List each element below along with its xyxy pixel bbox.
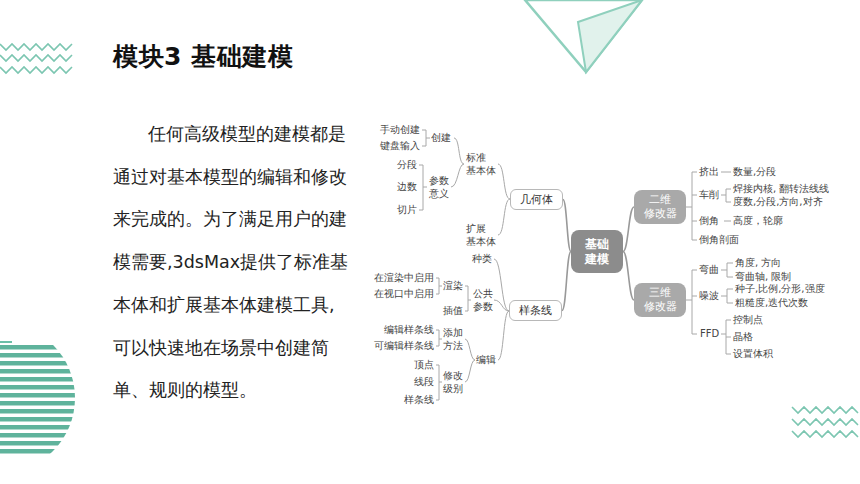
slide-title: 模块3 基础建模	[113, 40, 293, 73]
branch-label: 创建	[431, 132, 451, 144]
branch-label: 编辑样条线	[384, 324, 434, 336]
branch-label: 线段	[414, 376, 434, 388]
modifier-box: 三维 修改器	[634, 283, 686, 317]
node-text: 二维 修改器	[644, 193, 677, 221]
branch-label: 车削	[699, 189, 719, 201]
branch-label: 公共 参数	[473, 287, 493, 313]
zigzag-group	[0, 44, 858, 437]
branch-label: 编辑	[476, 354, 496, 366]
branch-label: 弯曲	[699, 264, 719, 276]
branch-label: 粗糙度,迭代次数	[735, 297, 808, 309]
zigzag-line	[792, 407, 858, 413]
striped-halfcircle	[0, 345, 75, 455]
zigzag-line	[792, 419, 858, 425]
bracket-lines	[419, 130, 733, 400]
zigzag-line	[0, 55, 72, 61]
branch-label: 高度，轮廓	[733, 215, 783, 227]
branch-label: 分段	[397, 159, 417, 171]
branch-label: 样条线	[404, 394, 434, 406]
zigzag-line	[0, 44, 72, 50]
branch-label: 修改 级别	[443, 369, 463, 395]
branch-box: 样条线	[509, 300, 562, 321]
branch-label: 插值	[443, 305, 463, 317]
branch-label: 边数	[397, 181, 417, 193]
branch-label: 弯曲轴, 限制	[735, 271, 791, 283]
branch-label: 可编辑样条线	[374, 340, 434, 352]
branch-connector	[563, 200, 571, 252]
branch-label: 种类	[472, 253, 492, 265]
branch-label: 度数,分段,方向,对齐	[733, 196, 823, 208]
branch-label: 控制点	[733, 314, 763, 326]
branch-label: 在渲染中启用	[374, 272, 434, 284]
body-text: 任何高级模型的建模都是通过对基本模型的编辑和修改来完成的。为了满足用户的建模需要…	[113, 113, 351, 412]
center-node: 基础 建模	[571, 230, 623, 273]
node-text: 样条线	[519, 303, 552, 318]
branch-label: 焊接内核, 翻转法线线	[733, 183, 829, 195]
plane-outline	[525, 0, 642, 72]
branch-label: 切片	[397, 204, 417, 216]
node-text: 几何体	[520, 192, 553, 207]
branch-connector	[562, 252, 571, 311]
branch-label: 顶点	[414, 359, 434, 371]
branch-box: 几何体	[510, 189, 563, 210]
accent-dash	[0, 341, 12, 343]
plane-facet	[578, 0, 642, 72]
branch-connector	[623, 207, 634, 252]
branch-label: 渲染	[443, 280, 463, 292]
zigzag-line	[792, 431, 858, 437]
node-text: 基础 建模	[585, 237, 609, 267]
branch-label: 噪波	[699, 290, 719, 302]
branch-label: 挤出	[699, 166, 719, 178]
branch-label: 设置体积	[733, 348, 773, 360]
branch-label: 倒角	[699, 215, 719, 227]
branch-label: FFD	[700, 328, 719, 340]
modifier-box: 二维 修改器	[634, 190, 686, 224]
branch-label: 标准 基本体	[466, 151, 496, 177]
branch-label: 倒角剖面	[699, 234, 739, 246]
branch-label: 在视口中启用	[374, 288, 434, 300]
branch-label: 种子,比例,分形,强度	[735, 283, 825, 295]
branch-label: 角度, 方向	[735, 257, 781, 269]
branch-label: 参数 意义	[429, 174, 449, 200]
zigzag-line	[0, 67, 72, 73]
branch-label: 扩展 基本体	[466, 222, 496, 248]
branch-label: 晶格	[733, 331, 753, 343]
branch-label: 键盘输入	[380, 140, 420, 152]
branch-label: 数量,分段	[733, 166, 776, 178]
branch-label: 添加 方法	[443, 326, 463, 352]
branch-label: 手动创建	[380, 124, 420, 136]
node-text: 三维 修改器	[644, 286, 677, 314]
branch-connector	[623, 252, 634, 301]
